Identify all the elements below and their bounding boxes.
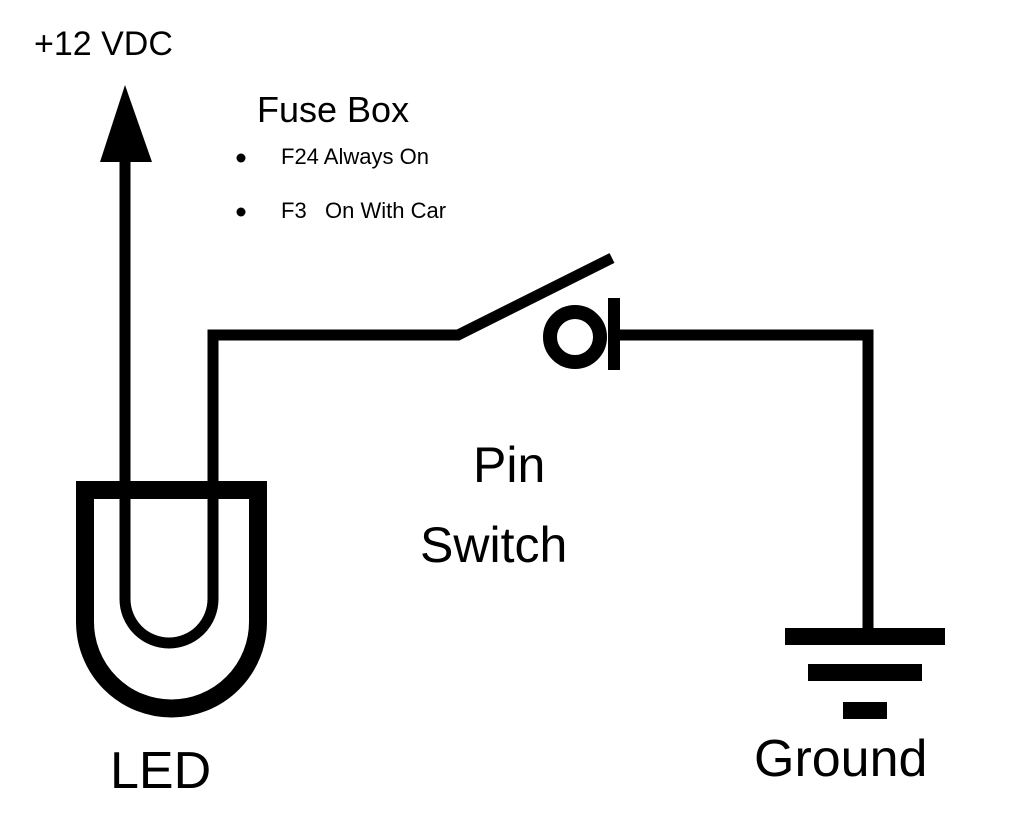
fuse-item: F3 On With Car	[281, 198, 447, 223]
ground-symbol-icon	[785, 628, 945, 719]
bullet-icon	[236, 207, 246, 217]
supply-label: +12 VDC	[34, 25, 173, 63]
ground-label: Ground	[754, 730, 928, 788]
fuse-box-title: Fuse Box	[257, 89, 410, 130]
bullet-icon	[236, 153, 246, 163]
ground-wire	[614, 329, 874, 630]
fuse-item: F24 Always On	[281, 144, 429, 169]
supply-wire	[119, 160, 615, 649]
switch-label-line2: Switch	[420, 517, 568, 573]
led-label: LED	[110, 742, 212, 800]
supply-arrow-icon	[100, 85, 152, 162]
led-body	[76, 481, 267, 718]
switch-contact	[543, 305, 607, 369]
switch-label-line1: Pin	[473, 437, 546, 493]
